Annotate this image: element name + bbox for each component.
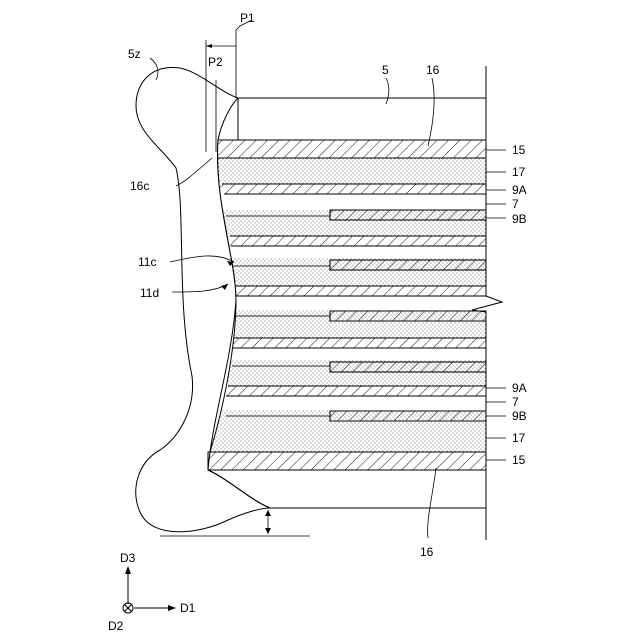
label-17-bottom: 17	[512, 431, 526, 445]
label-7-bottom: 7	[512, 395, 519, 409]
label-15-top: 15	[512, 143, 526, 157]
label-16-top: 16	[426, 63, 440, 77]
label-5: 5	[382, 63, 389, 77]
axis-label-d1: D1	[180, 601, 196, 615]
label-11d: 11d	[140, 286, 159, 300]
label-11c: 11c	[138, 255, 156, 269]
label-16c: 16c	[130, 179, 149, 193]
label-17-top: 17	[512, 165, 526, 179]
bottom-electrode-layer	[208, 470, 486, 508]
label-9a-bottom: 9A	[512, 381, 527, 395]
label-9b-bottom: 9B	[512, 409, 527, 423]
axis-label-d3: D3	[120, 551, 136, 565]
label-9b-top: 9B	[512, 212, 527, 226]
label-p1: P1	[240, 11, 255, 25]
axis-indicator	[123, 566, 176, 613]
label-5z: 5z	[128, 47, 141, 61]
label-15-bottom: 15	[512, 453, 526, 467]
top-electrode-layer	[238, 98, 486, 140]
label-p2: P2	[208, 55, 223, 69]
label-7-top: 7	[512, 197, 519, 211]
label-16-bottom: 16	[420, 545, 434, 559]
label-9a-top: 9A	[512, 183, 527, 197]
axis-label-d2: D2	[108, 619, 124, 633]
